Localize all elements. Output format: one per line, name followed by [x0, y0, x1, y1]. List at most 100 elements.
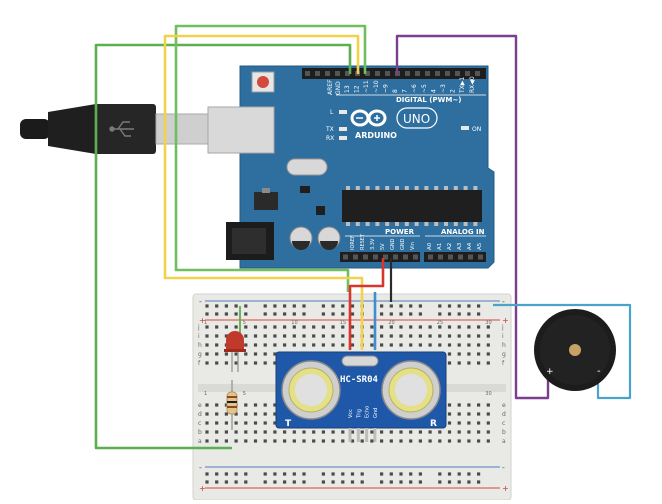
power-jack-inner: [232, 228, 266, 254]
breadboard-hole: [457, 352, 461, 356]
power-pin-label: RESET: [360, 233, 366, 250]
breadboard-hole: [263, 403, 267, 407]
digital-pin-label: 8: [392, 89, 399, 93]
breadboard-hole: [244, 421, 248, 425]
rail-hole: [418, 312, 422, 316]
piezo-buzzer[interactable]: + -: [534, 309, 616, 391]
resistor[interactable]: [226, 380, 238, 430]
header-hole: [448, 254, 453, 260]
capacitor-2-stripe: [320, 241, 338, 250]
header-hole: [335, 71, 340, 76]
sensor-mark-t: T: [285, 419, 292, 429]
header-hole: [428, 254, 433, 260]
breadboard-hole: [341, 343, 345, 347]
column-number: 20: [388, 320, 394, 326]
header-hole: [438, 254, 443, 260]
sensor-crystal: [341, 355, 379, 367]
resistor-band-2: [227, 401, 237, 403]
red-led[interactable]: [224, 331, 246, 372]
breadboard-hole: [215, 352, 219, 356]
rail-hole: [205, 472, 209, 476]
breadboard-hole: [447, 361, 452, 365]
led-on: [461, 126, 469, 130]
breadboard-hole: [302, 430, 306, 434]
rail-hole: [399, 312, 403, 316]
breadboard-hole: [447, 352, 452, 356]
breadboard-hole: [399, 343, 403, 347]
led-dome: [226, 331, 244, 350]
chip-pin: [473, 222, 478, 226]
digital-pin-label: ~3: [440, 84, 447, 93]
analog-pin-label: A5: [477, 242, 483, 250]
chip-pin: [365, 186, 370, 190]
chip-pin: [424, 222, 429, 226]
breadboard-hole: [389, 430, 393, 434]
rail-hole: [234, 304, 238, 308]
breadboard-hole: [447, 343, 452, 347]
rail-hole: [321, 480, 325, 484]
breadboard-hole: [273, 343, 277, 347]
rail-minus-top-left: -: [199, 297, 202, 306]
chip-pin: [453, 222, 458, 226]
wire-purple-buzzer[interactable]: [395, 34, 550, 400]
wire-cyan-buzzer-gnd[interactable]: [493, 303, 632, 400]
breadboard-hole: [205, 439, 209, 443]
breadboard-hole: [457, 430, 461, 434]
breadboard-hole: [234, 325, 238, 329]
breadboard-hole: [477, 412, 481, 416]
wire-green-pin11[interactable]: [174, 24, 367, 292]
breadboard-hole: [418, 334, 422, 338]
chip-pin: [385, 222, 390, 226]
sensor-pin-label: Gnd: [373, 408, 379, 418]
power-pin-label: Vin: [410, 242, 416, 250]
regulator-chip: [254, 192, 278, 210]
rail-hole: [389, 312, 393, 316]
digital-pin-label: TX▶1: [459, 77, 466, 94]
header-hole: [363, 254, 368, 260]
header-hole: [315, 71, 320, 76]
row-letter-left: b: [198, 429, 202, 436]
header-hole: [403, 254, 408, 260]
rail-hole: [283, 312, 287, 316]
breadboard-hole: [215, 361, 219, 365]
wire-red-5v[interactable]: [348, 258, 385, 350]
column-number: 5: [243, 391, 246, 397]
breadboard-hole: [224, 421, 228, 425]
breadboard-hole: [477, 421, 481, 425]
chip-pin: [346, 186, 350, 190]
breadboard-hole: [224, 352, 228, 356]
breadboard-hole: [263, 412, 267, 416]
rail-hole: [418, 480, 422, 484]
rail-hole: [215, 312, 219, 316]
breadboard-hole: [447, 334, 452, 338]
sensor-pin-label: Vcc: [348, 409, 354, 418]
header-hole: [478, 254, 483, 260]
led-tx-label: TX: [325, 126, 334, 133]
breadboard-hole: [428, 430, 432, 434]
breadboard-hole: [244, 430, 248, 434]
chip-pin: [346, 222, 350, 226]
column-number: 5: [243, 320, 246, 326]
header-hole: [353, 254, 358, 260]
rail-hole: [438, 304, 442, 308]
breadboard-hole: [331, 439, 335, 443]
wire-green-pin13[interactable]: [94, 43, 352, 450]
rail-hole: [447, 304, 452, 308]
wire-yellow-trig[interactable]: [163, 34, 364, 350]
header-hole: [373, 254, 378, 260]
rail-hole: [224, 480, 228, 484]
rail-hole: [273, 480, 277, 484]
led-l: [339, 110, 347, 114]
digital-pin-label: ~6: [411, 84, 418, 93]
rail-hole: [350, 312, 355, 316]
breadboard-hole: [389, 325, 393, 329]
breadboard-hole: [253, 361, 258, 365]
breadboard-hole: [467, 439, 471, 443]
breadboard-hole: [263, 334, 267, 338]
rail-hole: [350, 472, 355, 476]
digital-pin-label: ~10: [373, 80, 380, 93]
